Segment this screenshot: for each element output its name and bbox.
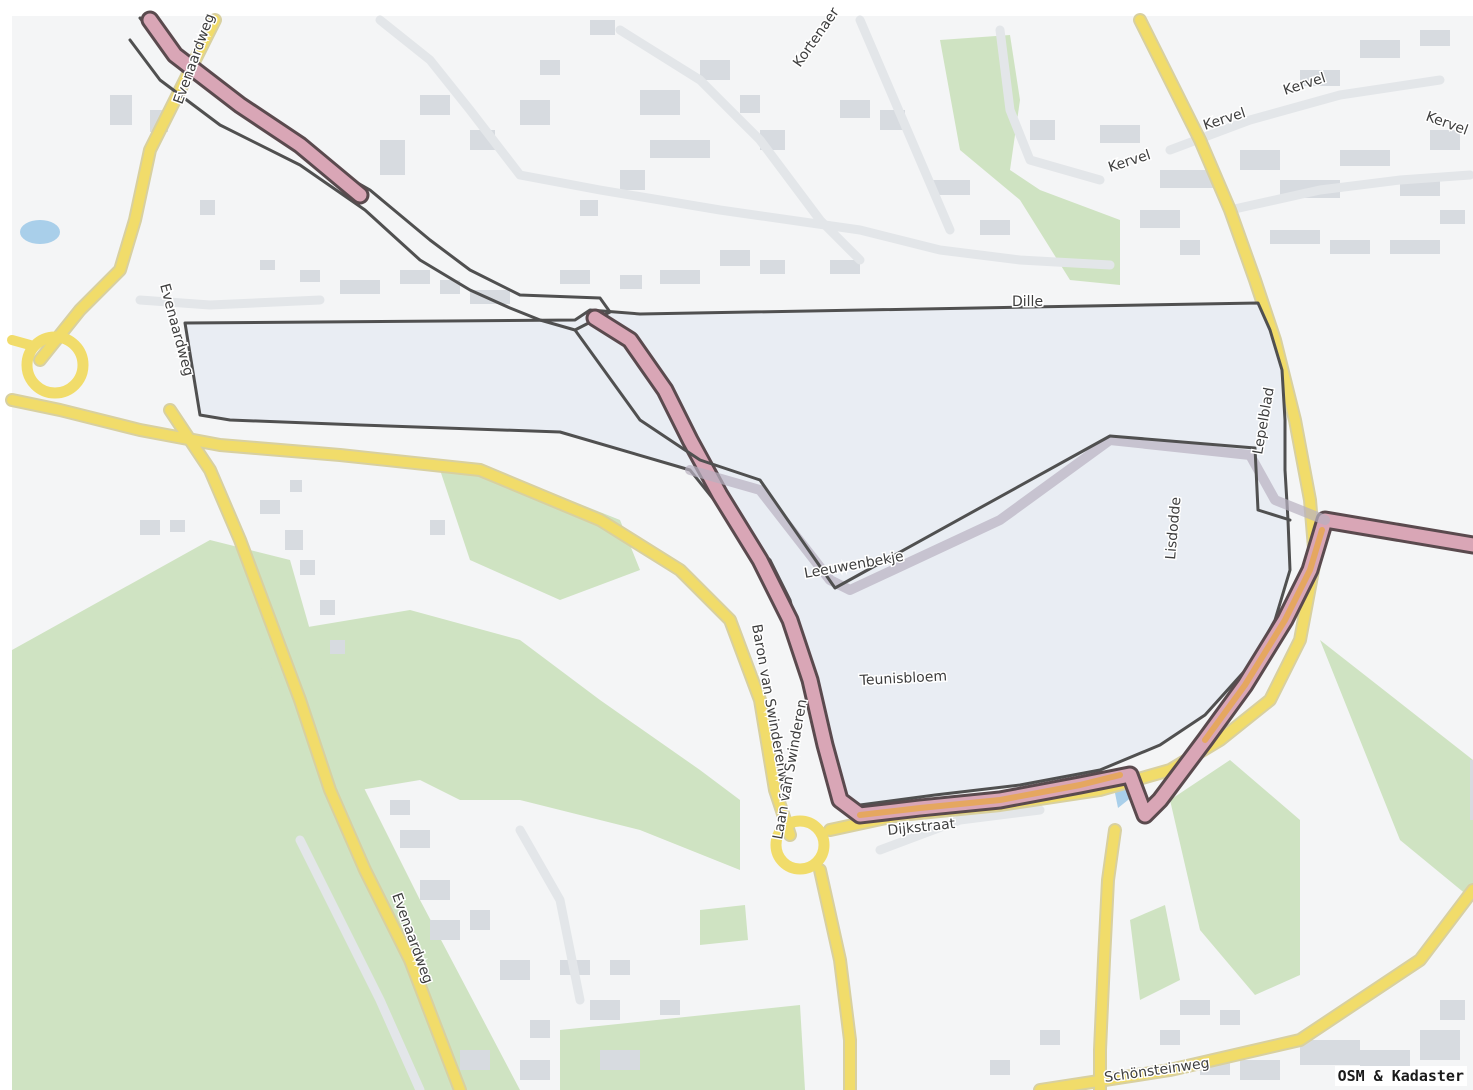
building — [620, 170, 645, 190]
roundabout-south — [770, 815, 830, 875]
street-label-teunisbloem: Teunisbloem — [858, 668, 947, 689]
building — [1420, 1030, 1460, 1060]
roundabout-west — [21, 331, 89, 399]
building — [500, 960, 530, 980]
building — [530, 1020, 550, 1038]
route[interactable] — [140, 10, 1473, 825]
building — [830, 260, 860, 274]
street-label-dille: Dille — [1012, 294, 1043, 310]
building — [1390, 240, 1440, 254]
building — [400, 830, 430, 848]
building — [1240, 150, 1280, 170]
building — [260, 500, 280, 514]
route-inner-outline — [573, 328, 1292, 590]
building — [740, 95, 760, 113]
building — [1340, 150, 1390, 166]
building — [390, 800, 410, 815]
building — [1440, 1000, 1465, 1020]
building — [330, 640, 345, 654]
building — [1180, 240, 1200, 255]
building — [1160, 170, 1220, 188]
building — [300, 270, 320, 282]
building — [760, 260, 785, 274]
map-attribution: OSM & Kadaster — [1334, 1066, 1467, 1086]
building — [580, 200, 598, 216]
building — [1430, 130, 1460, 150]
building — [1360, 40, 1400, 58]
major-roads — [7, 15, 1473, 1090]
building — [1030, 120, 1055, 140]
building — [1270, 230, 1320, 244]
building — [1160, 1030, 1180, 1045]
building — [170, 520, 185, 532]
building — [660, 1000, 680, 1015]
building — [400, 270, 430, 284]
building — [430, 520, 445, 535]
building — [840, 100, 870, 118]
building — [650, 140, 710, 158]
building — [470, 910, 490, 930]
building — [290, 480, 302, 492]
building — [285, 530, 303, 550]
building — [560, 270, 590, 284]
building — [1040, 1030, 1060, 1045]
pond-west — [20, 220, 60, 244]
building — [300, 560, 315, 575]
building — [200, 200, 215, 215]
building — [1330, 240, 1370, 254]
building — [1180, 1000, 1210, 1015]
route-inner-line — [685, 435, 1330, 595]
building — [1300, 70, 1340, 86]
building — [720, 250, 750, 266]
building — [660, 270, 700, 284]
building — [1220, 1010, 1240, 1025]
building — [980, 220, 1010, 235]
building — [420, 95, 450, 115]
building — [1420, 30, 1450, 46]
building — [440, 280, 460, 294]
building — [460, 1050, 490, 1070]
roundabouts — [21, 331, 830, 875]
building — [430, 920, 460, 940]
building — [520, 100, 550, 125]
building — [640, 90, 680, 115]
building — [600, 1050, 640, 1070]
building — [1240, 1060, 1280, 1080]
building — [620, 275, 642, 289]
building — [1440, 210, 1465, 224]
building — [590, 20, 615, 35]
building — [930, 180, 970, 195]
building — [420, 880, 450, 900]
building — [1100, 125, 1140, 143]
building — [610, 960, 630, 975]
building — [260, 260, 275, 270]
building — [590, 1000, 620, 1020]
building — [140, 520, 160, 535]
building — [540, 60, 560, 75]
route-band-orange — [857, 527, 1325, 818]
building — [1400, 180, 1440, 196]
building — [340, 280, 380, 294]
building — [110, 95, 132, 125]
building — [1300, 1040, 1360, 1065]
building — [380, 140, 405, 175]
green-areas — [12, 35, 1473, 1090]
building — [1470, 760, 1473, 820]
building — [520, 1060, 550, 1080]
building — [1140, 210, 1180, 228]
building — [700, 60, 730, 80]
building — [320, 600, 335, 615]
building — [990, 1060, 1010, 1075]
